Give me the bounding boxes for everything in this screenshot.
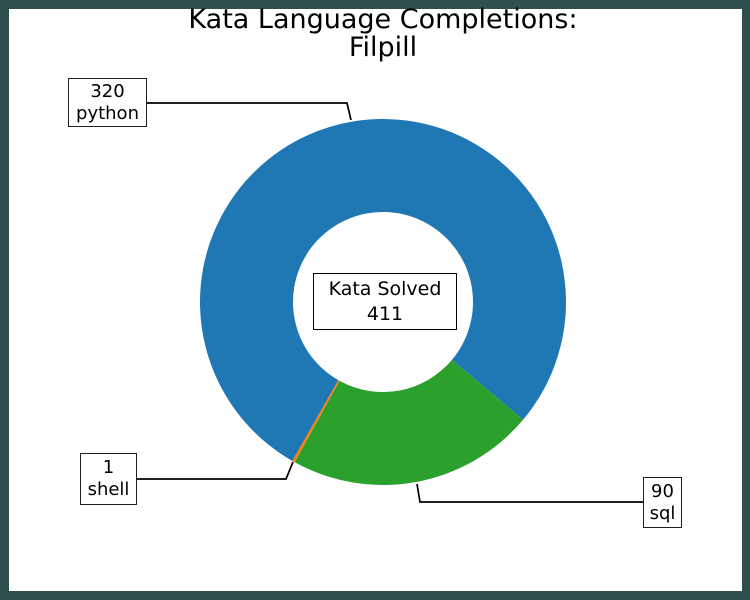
leader-line-python <box>147 102 352 121</box>
leader-line-sql <box>416 483 643 503</box>
annotation-python-label: python <box>76 102 139 124</box>
annotation-sql-value: 90 <box>651 480 674 502</box>
chart-title: Kata Language Completions: Filpill <box>8 6 750 62</box>
center-label-line1: Kata Solved <box>328 277 442 300</box>
wedge-sql <box>294 359 524 485</box>
annotation-box-shell: 1 shell <box>80 453 137 505</box>
annotation-box-python: 320 python <box>68 78 147 127</box>
chart-title-line2: Filpill <box>348 32 418 63</box>
annotation-box-sql: 90 sql <box>643 477 682 528</box>
leader-line-shell <box>137 461 294 480</box>
wedge-python <box>200 119 567 461</box>
annotation-python-value: 320 <box>90 80 125 102</box>
center-label-line2: 411 <box>366 302 404 325</box>
annotation-shell-label: shell <box>87 479 130 500</box>
chart-title-line1: Kata Language Completions: <box>188 4 578 35</box>
center-label: Kata Solved 411 <box>313 273 457 330</box>
wedge-shell <box>292 380 340 463</box>
annotation-shell-value: 1 <box>102 457 115 478</box>
annotation-sql-label: sql <box>649 502 676 524</box>
